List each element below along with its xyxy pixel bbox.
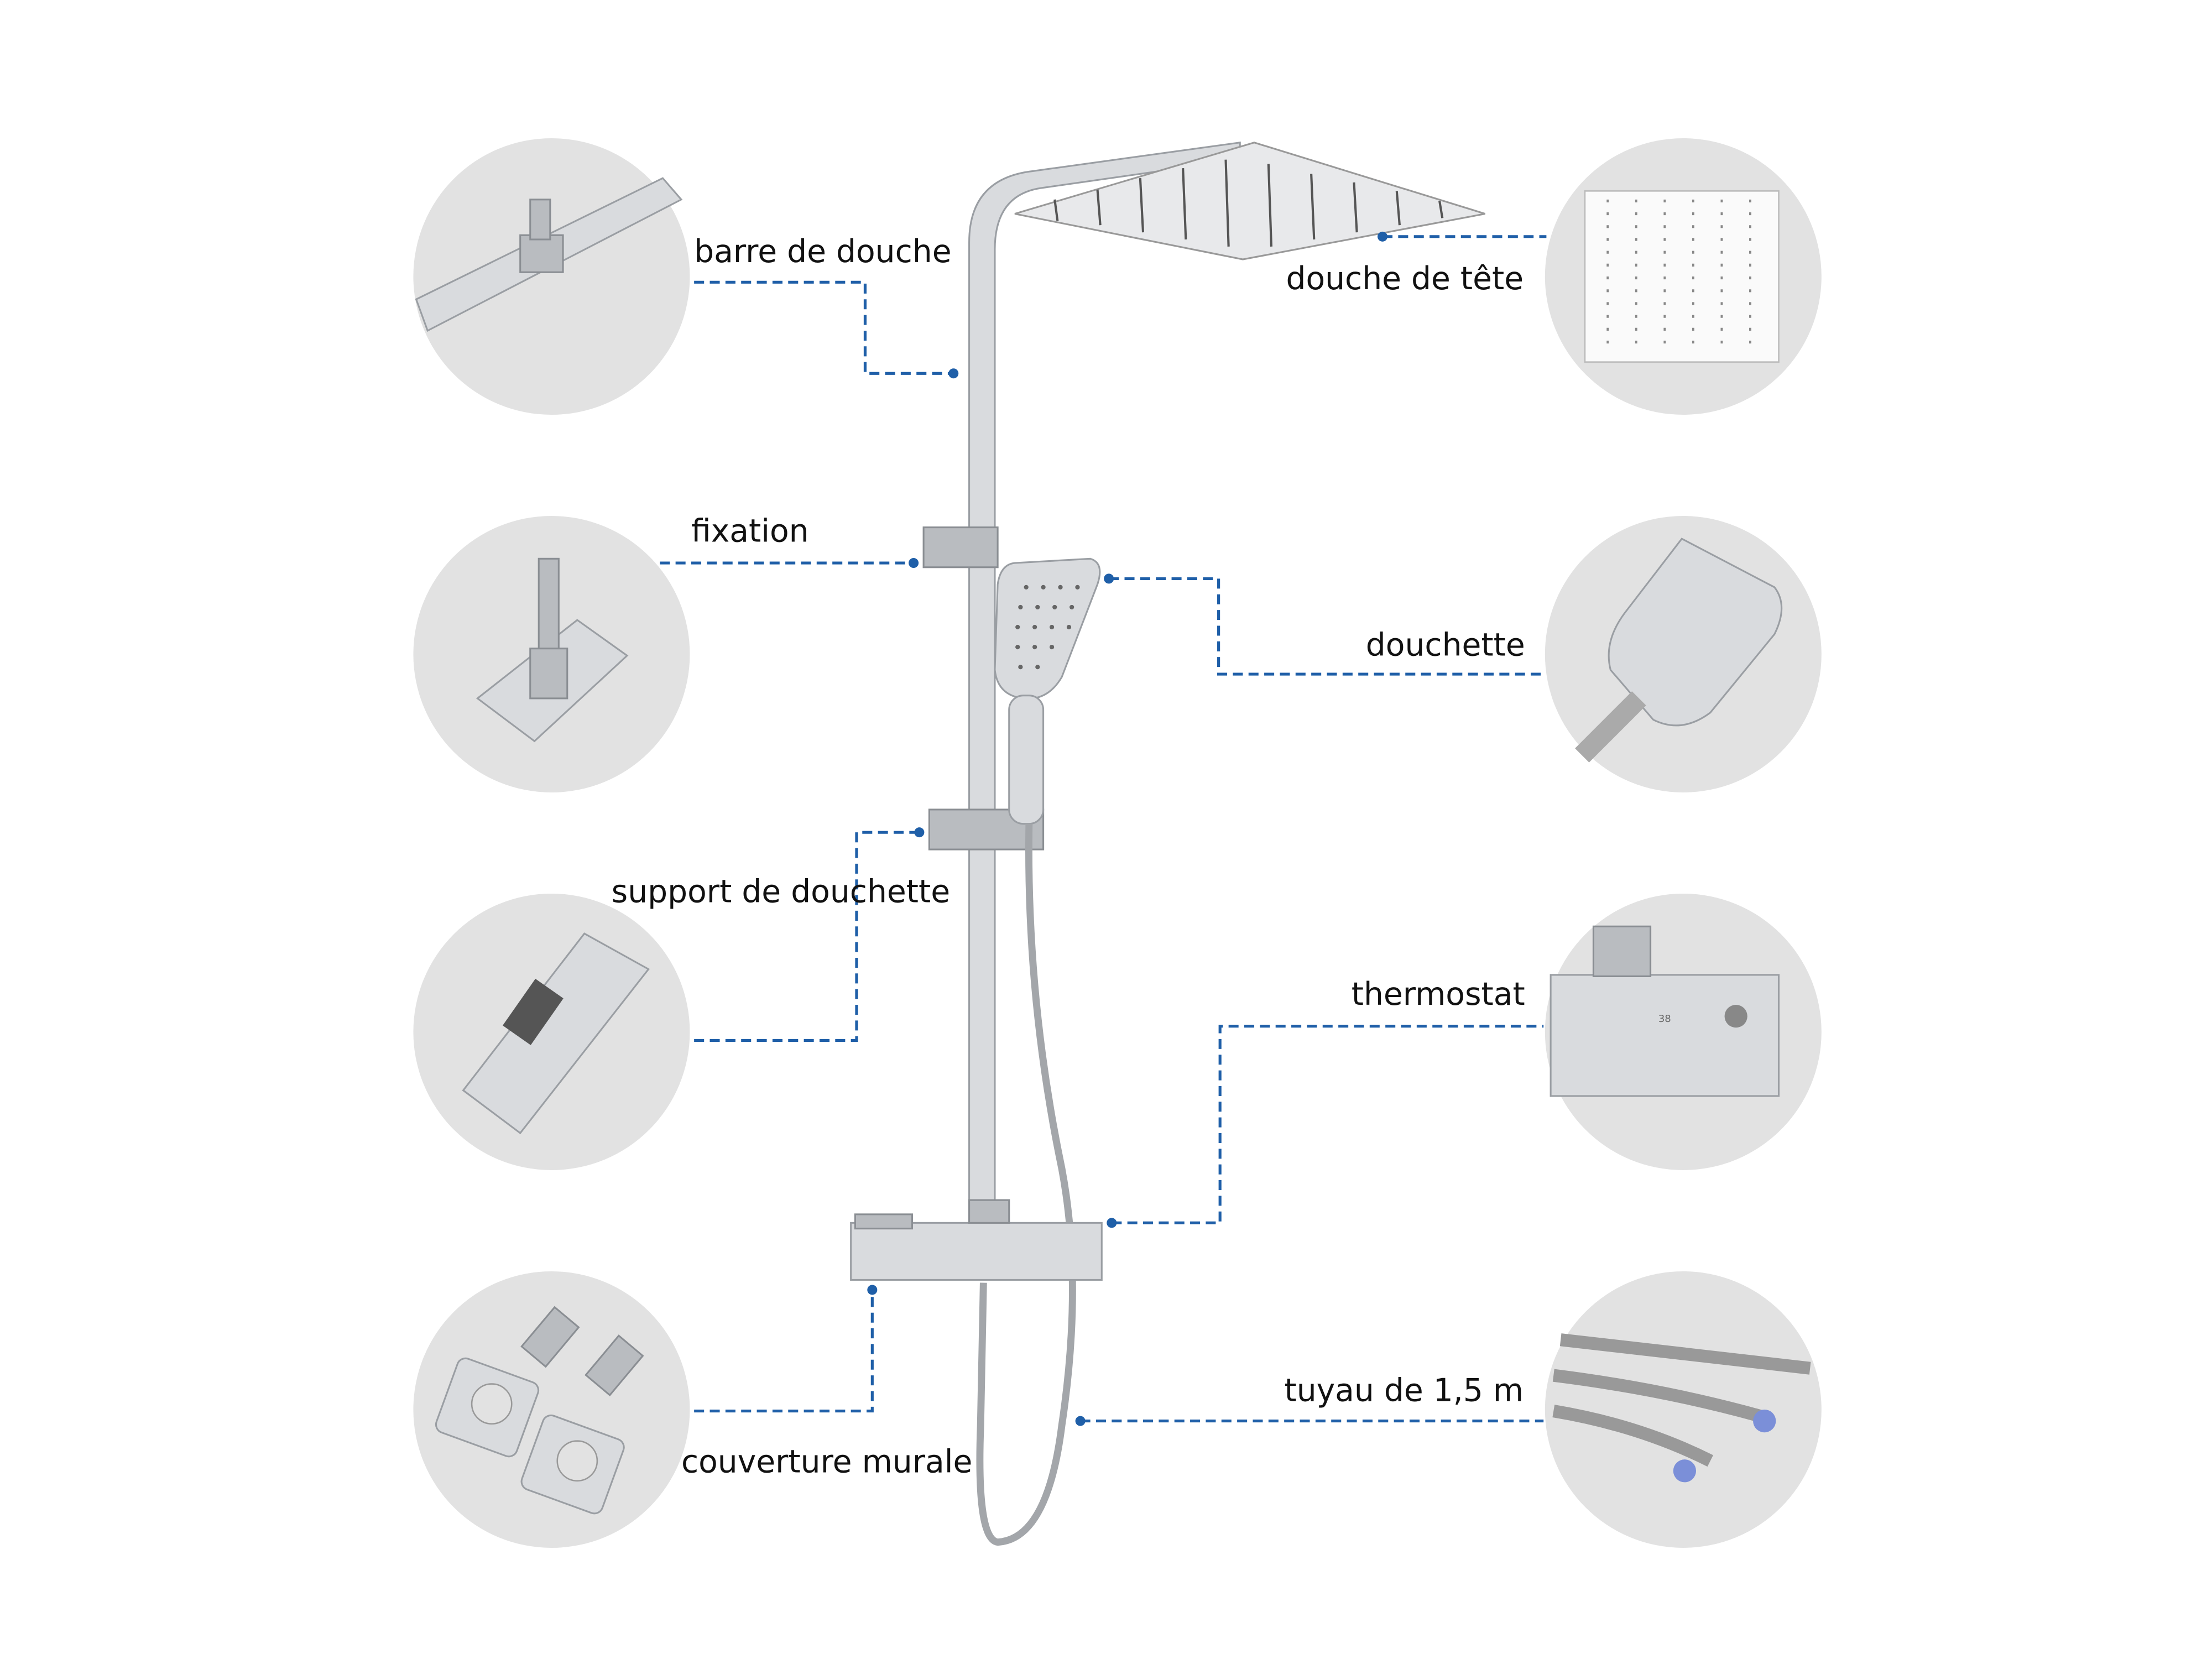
label-hose: tuyau de 1,5 m <box>1284 1373 1524 1409</box>
fixation-bracket <box>922 526 999 568</box>
label-head-shower: douche de tête <box>1286 260 1524 297</box>
detail-hand-holder <box>413 893 690 1170</box>
label-wall-cover: couverture murale <box>681 1443 972 1480</box>
shower-rail <box>968 141 1241 1227</box>
label-thermostat: thermostat <box>1352 976 1525 1013</box>
label-hand-holder: support de douchette <box>612 873 950 910</box>
detail-wall-cover <box>413 1271 690 1548</box>
thermostat-body <box>850 1222 1103 1281</box>
shower-system <box>850 141 1486 1546</box>
label-hand-shower: douchette <box>1366 627 1525 664</box>
hand-shower <box>994 557 1101 825</box>
hose <box>976 823 1076 1546</box>
detail-fixation <box>413 515 690 792</box>
detail-hand-shower <box>1545 515 1822 792</box>
label-fixation: fixation <box>691 513 809 549</box>
detail-shower-bar <box>413 138 690 415</box>
leader-lines <box>660 231 1547 1426</box>
head-shower-nozzles <box>1053 159 1444 247</box>
detail-hose <box>1545 1271 1822 1548</box>
thermostat-scale: 38 <box>1658 1013 1671 1025</box>
detail-head-shower <box>1545 138 1822 415</box>
label-shower-bar: barre de douche <box>694 233 951 270</box>
detail-thermostat: 38 <box>1545 893 1822 1170</box>
head-shower-plate <box>1014 142 1486 260</box>
